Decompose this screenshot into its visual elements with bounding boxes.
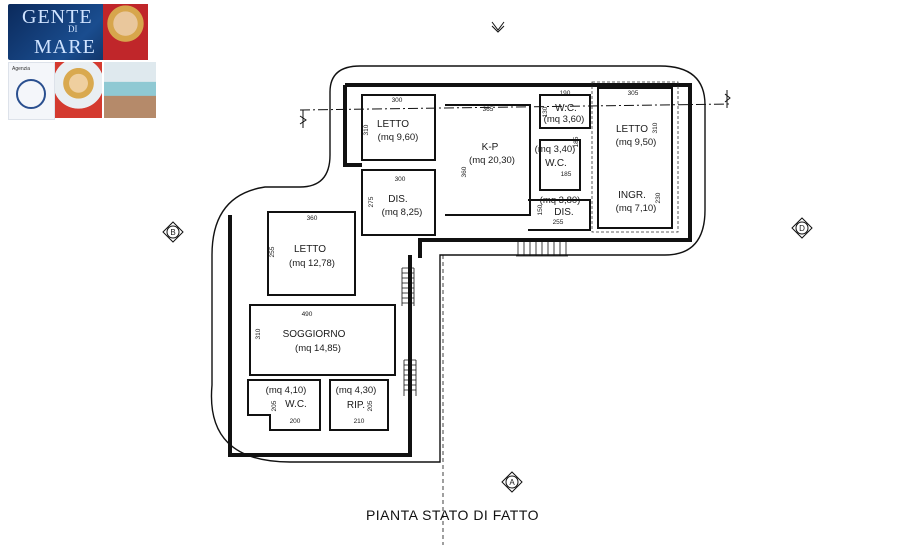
wall-lower-block <box>228 215 412 457</box>
room-area: (mq 9,50) <box>616 137 657 148</box>
room-name: LETTO <box>616 124 648 135</box>
wall-room-letto-1 <box>361 94 436 161</box>
marker-b-label: B <box>170 228 175 237</box>
wall-kp <box>445 104 531 216</box>
marker-a-label: A <box>509 478 515 487</box>
wall-wc-top <box>539 94 591 129</box>
room-name: DIS. <box>388 194 407 205</box>
dim-label: 300 <box>395 176 406 183</box>
dim-label: 490 <box>302 311 313 318</box>
room-area: (mq 3,80) <box>540 195 581 206</box>
dim-label: 365 <box>483 106 494 113</box>
room-area: (mq 4,30) <box>336 385 377 396</box>
dim-label: 185 <box>573 136 580 147</box>
logo-text-gente: GENTE <box>22 6 93 28</box>
room-wc-3: (mq 4,10) W.C. <box>266 385 307 410</box>
dim-label: 275 <box>368 196 375 207</box>
dim-label: 300 <box>392 97 403 104</box>
dim-label: 205 <box>271 400 278 411</box>
stairs-3 <box>516 239 568 257</box>
room-soggiorno: SOGGIORNO (mq 14,85) <box>283 329 346 354</box>
wall-letto-right-dash <box>591 81 679 233</box>
wall-letto-2 <box>267 211 356 296</box>
room-dis-1: DIS. (mq 8,25) <box>382 194 423 218</box>
wall-upper-left <box>343 85 362 167</box>
room-name: LETTO <box>294 244 326 255</box>
room-name: DIS. <box>554 207 573 218</box>
room-name: W.C. <box>285 399 307 410</box>
dim-label: 255 <box>269 246 276 257</box>
room-area: (mq 12,78) <box>289 258 335 269</box>
dim-label: 200 <box>290 418 301 425</box>
dim-label: 310 <box>652 122 659 133</box>
badge-caption: Agenzia <box>12 66 31 72</box>
room-ingr: INGR. (mq 7,10) <box>616 190 657 214</box>
room-area: (mq 3,60) <box>544 114 585 125</box>
room-name: W.C. <box>555 103 577 114</box>
room-area: (mq 20,30) <box>469 155 515 166</box>
dim-label: 150 <box>537 204 544 215</box>
logo-text-di: DI <box>68 24 78 34</box>
room-kp: K-P (mq 20,30) <box>469 142 515 166</box>
room-dis-2: (mq 3,80) DIS. <box>540 195 581 218</box>
wall-dis-2 <box>528 199 591 231</box>
seal-icon <box>16 79 46 109</box>
section-arrow-right <box>724 90 731 108</box>
outer-boundary <box>210 65 706 463</box>
dim-label: 310 <box>363 124 370 135</box>
room-area: (mq 14,85) <box>295 343 341 354</box>
dim-label: 360 <box>461 166 468 177</box>
dim-label: 305 <box>628 90 639 97</box>
room-area: (mq 8,25) <box>382 207 423 218</box>
section-marker-a: A <box>501 471 523 493</box>
dim-label: 210 <box>354 418 365 425</box>
dim-label: 255 <box>553 219 564 226</box>
dim-label: 190 <box>560 90 571 97</box>
wall-dis-1 <box>361 169 436 236</box>
room-name: W.C. <box>545 158 567 169</box>
interior-thumbnail-image <box>104 62 156 118</box>
room-rip: (mq 4,30) RIP. <box>336 385 377 411</box>
dim-label: 230 <box>655 192 662 203</box>
room-letto-1: LETTO (mq 9,60) <box>377 119 418 143</box>
agent-portrait-image <box>103 4 148 60</box>
room-name: INGR. <box>618 190 646 201</box>
room-area: (mq 9,60) <box>378 132 419 143</box>
dim-label: 130 <box>542 106 549 117</box>
dim-label: 185 <box>561 171 572 178</box>
stairs-2 <box>403 359 417 396</box>
agent-thumbnail-image <box>55 62 102 118</box>
plan-title: PIANTA STATO DI FATTO <box>365 507 540 523</box>
room-name: LETTO <box>377 119 409 130</box>
dim-label: 310 <box>255 328 262 339</box>
wall-letto-right <box>597 87 673 229</box>
logo-text-mare: MARE <box>34 36 96 58</box>
wall-upper-block <box>345 83 692 258</box>
wall-wc-mid <box>539 139 581 191</box>
room-area: (mq 7,10) <box>616 203 657 214</box>
room-wc-1: W.C. (mq 3,60) <box>544 103 585 125</box>
room-name: K-P <box>482 142 499 153</box>
north-arrow-icon <box>491 21 505 33</box>
wall-wc-3 <box>247 379 321 431</box>
room-letto-3: LETTO (mq 9,50) <box>616 124 657 148</box>
agency-badge-card: Agenzia <box>8 62 55 120</box>
dim-label: 360 <box>307 215 318 222</box>
room-name: RIP. <box>347 400 365 411</box>
room-area: (mq 3,40) <box>535 144 576 155</box>
dim-label: 205 <box>367 400 374 411</box>
wall-soggiorno <box>249 304 396 376</box>
room-name: SOGGIORNO <box>283 329 346 340</box>
stairs-1 <box>401 267 415 306</box>
wall-rip <box>329 379 389 431</box>
section-arrow-left <box>299 110 307 128</box>
section-marker-d: D <box>791 217 813 239</box>
room-letto-2: LETTO (mq 12,78) <box>289 244 335 269</box>
room-area: (mq 4,10) <box>266 385 307 396</box>
room-wc-2: (mq 3,40) W.C. <box>535 144 576 169</box>
section-marker-b: B <box>162 221 184 243</box>
marker-d-label: D <box>799 224 805 233</box>
